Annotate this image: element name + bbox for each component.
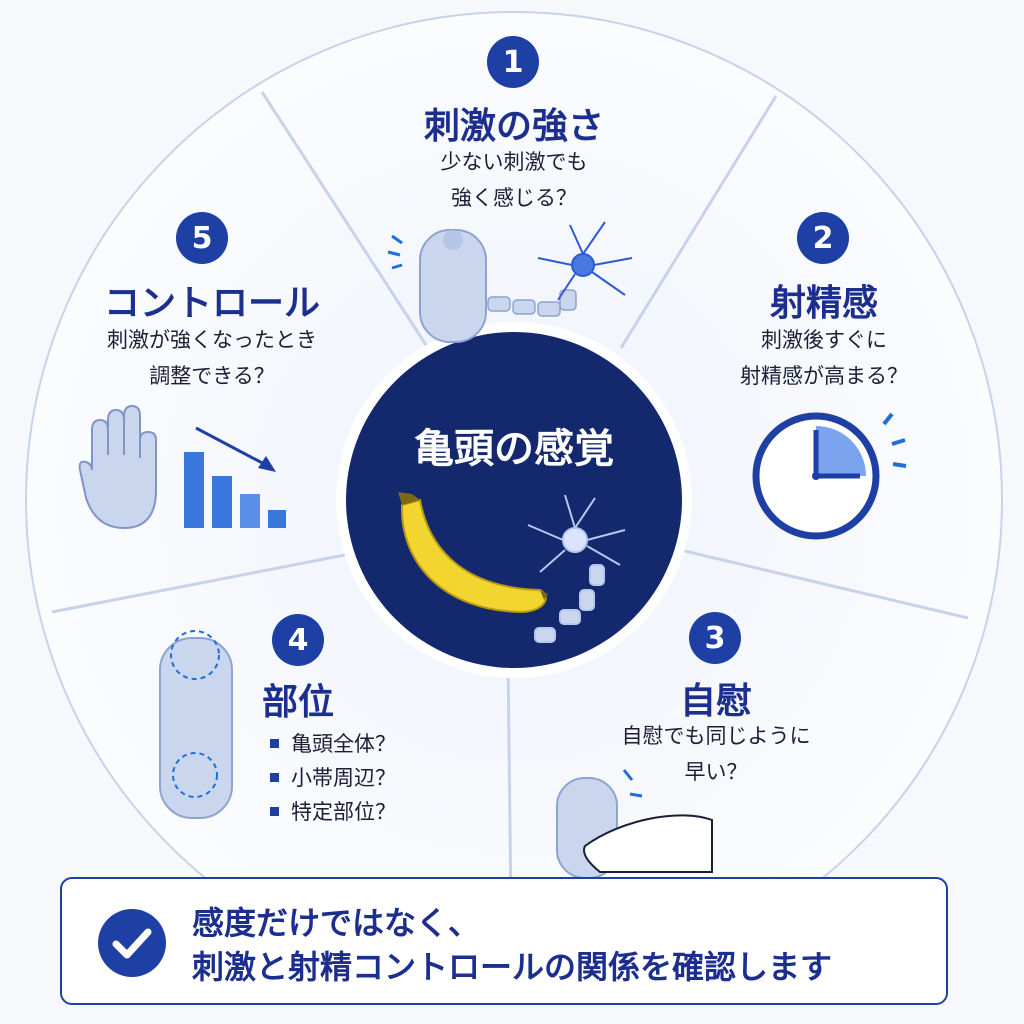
segment-1-illustration: [387, 229, 577, 343]
segment-1-title: 刺激の強さ: [423, 106, 604, 147]
segment-dividers: [51, 91, 969, 991]
segment-2-description: 刺激後すぐに 射精感が高まる？: [740, 328, 908, 388]
segment-5-number: 5: [176, 212, 228, 264]
segment-3-description: 自慰でも同じように 早い？: [621, 724, 811, 784]
segment-5-description: 刺激が強くなったとき 調整できる？: [107, 328, 317, 388]
segment-4-bullets: 亀頭全体？ 小帯周辺？ 特定部位？: [270, 726, 396, 828]
summary-banner: 感度だけではなく、 刺激と射精コントロールの関係を確認します: [60, 877, 948, 1005]
segment-4-title: 部位: [262, 682, 335, 723]
hand-icon: [78, 404, 157, 530]
segment-5-title: コントロール: [103, 283, 320, 324]
segment-4-illustration: [159, 630, 233, 819]
center-circle: [346, 332, 682, 668]
clock-icon: [752, 412, 907, 540]
nerve-cell-icon: [537, 221, 633, 301]
segment-2-title: 射精感: [769, 283, 878, 324]
segment-3-number: 3: [689, 612, 741, 664]
check-icon: [98, 909, 166, 977]
bar-chart-down-icon: [184, 426, 286, 528]
bullet-item: 特定部位？: [270, 794, 396, 828]
bullet-item: 小帯周辺？: [270, 760, 396, 794]
segment-4-number: 4: [272, 614, 324, 666]
segment-1-description: 少ない刺激でも 強く感じる？: [440, 150, 588, 210]
segment-2-number: 2: [797, 212, 849, 264]
summary-text: 感度だけではなく、 刺激と射精コントロールの関係を確認します: [192, 904, 833, 986]
segment-3-title: 自慰: [679, 681, 752, 722]
center-title: 亀頭の感覚: [414, 426, 614, 472]
segment-3-illustration: [556, 769, 713, 879]
bullet-item: 亀頭全体？: [270, 726, 396, 760]
nerve-cell-icon: [527, 494, 626, 643]
segment-1-number: 1: [487, 36, 539, 88]
banana-icon: [398, 492, 548, 614]
